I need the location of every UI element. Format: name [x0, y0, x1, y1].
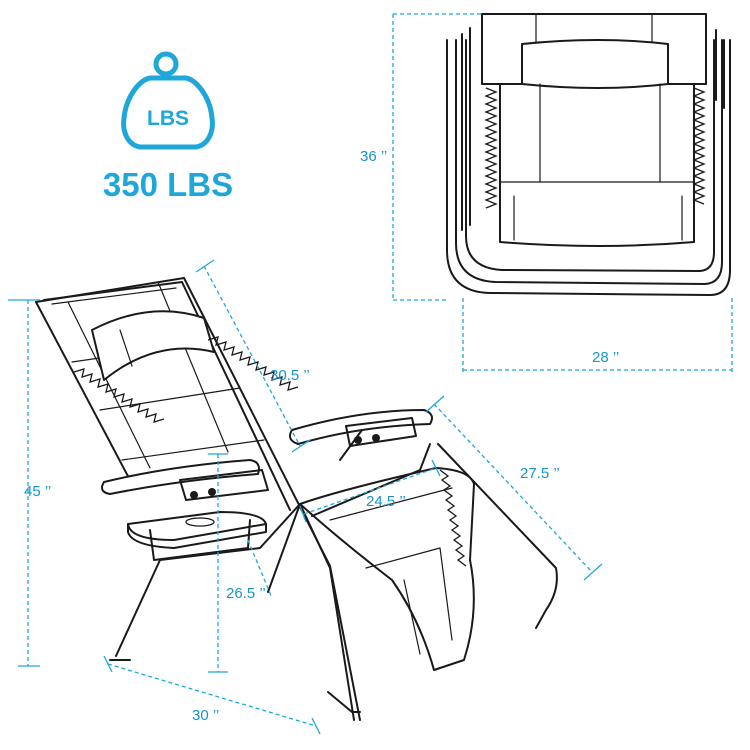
weight-capacity-text: 350 LBS [103, 166, 233, 203]
backrest-elastic-cords [73, 336, 299, 423]
base-depth-label: 30 ’’ [192, 707, 219, 724]
base-depth-dimension: 30 ’’ [103, 655, 321, 735]
folded-elastic-cords [484, 87, 706, 209]
folded-width-dimension: 28 ’’ [462, 298, 733, 372]
leg-rest-length-label: 27.5 ’’ [520, 465, 560, 482]
folded-width-label: 28 ’’ [592, 349, 619, 366]
overall-height-dimension: 45 ’’ [8, 299, 51, 667]
folded-height-label: 36 ’’ [360, 148, 387, 165]
side-cup-tray [127, 511, 267, 549]
reclined-chair-view [35, 277, 558, 721]
backrest-length-label: 30.5 ’’ [270, 367, 310, 384]
seat-width-dimension: 24.5 ’’ [299, 459, 441, 523]
folded-height-dimension: 36 ’’ [360, 13, 482, 301]
backrest-length-dimension: 30.5 ’’ [195, 259, 311, 453]
seat-height-label: 26.5 ’’ [226, 585, 266, 602]
weight-capacity-badge: LBS 350 LBS [103, 51, 233, 203]
seat-width-label: 24.5 ’’ [366, 493, 406, 510]
kettlebell-weight-icon [121, 51, 215, 150]
weight-icon-label: LBS [147, 107, 189, 130]
seat-height-dimension: 26.5 ’’ [208, 453, 273, 673]
overall-height-label: 45 ’’ [24, 483, 51, 500]
folded-chair-view [446, 13, 731, 296]
leg-rest-length-dimension: 27.5 ’’ [425, 395, 603, 581]
